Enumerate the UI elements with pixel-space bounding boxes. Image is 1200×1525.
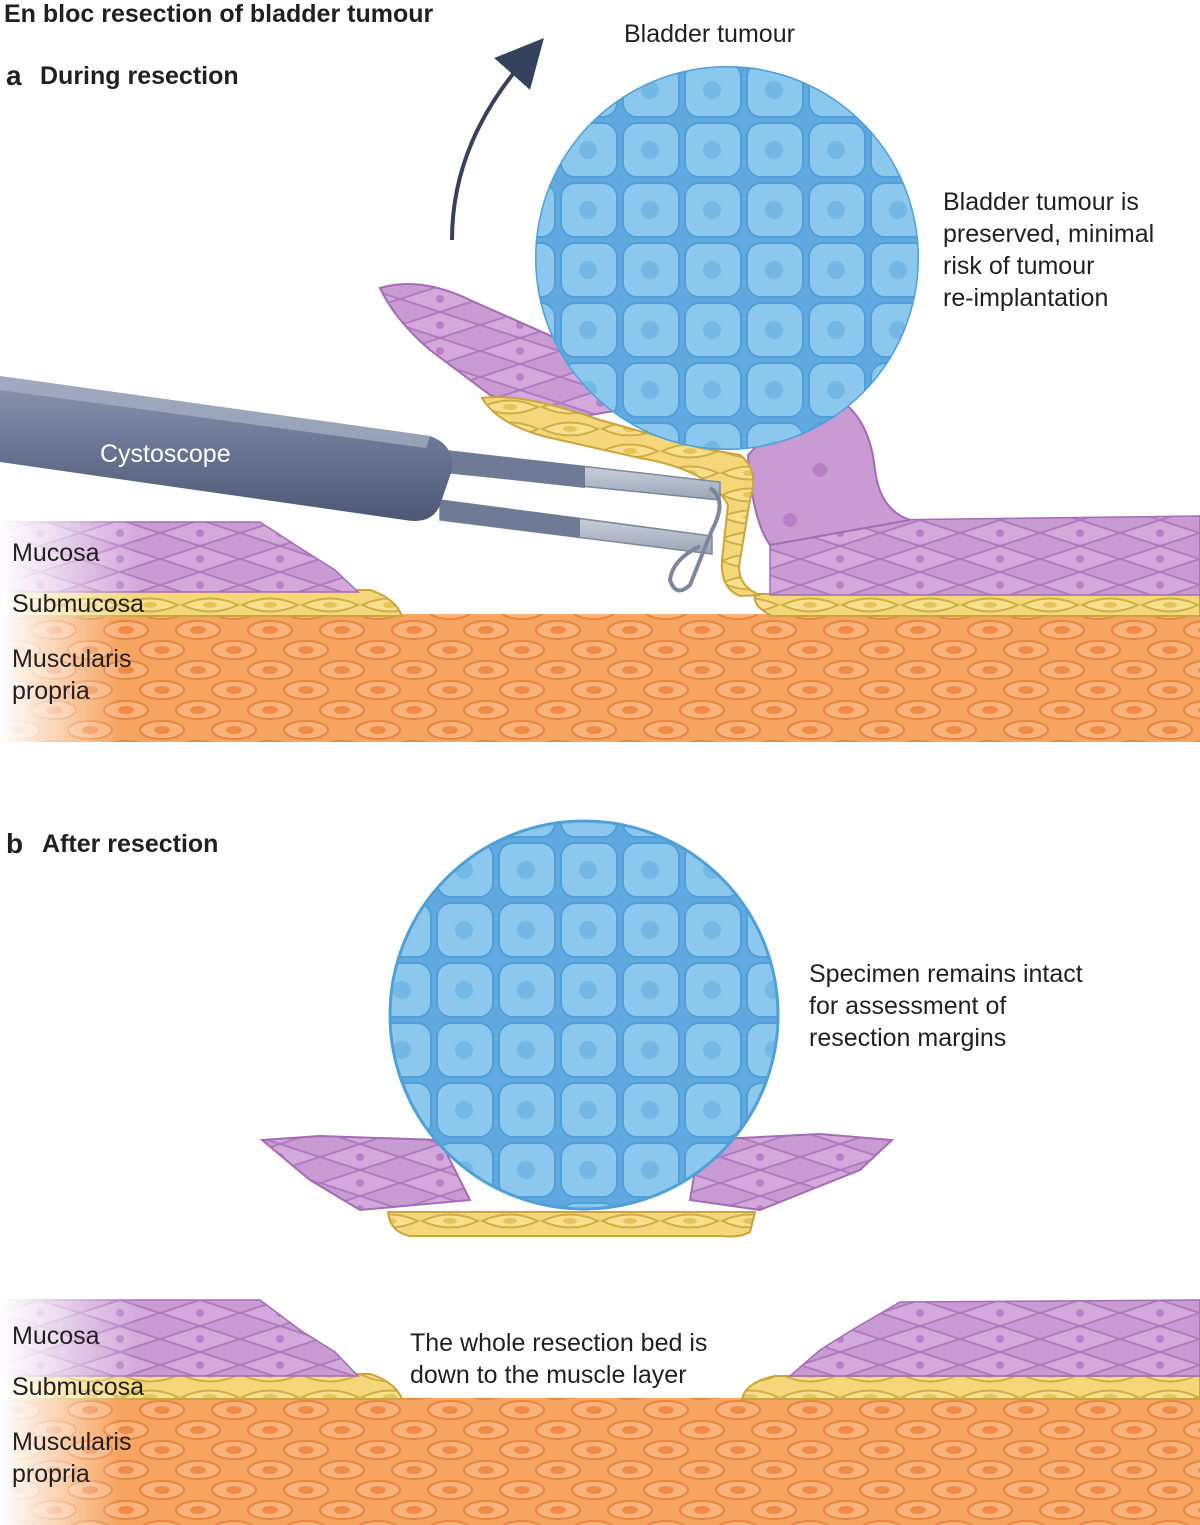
specimen-note-b: Specimen remains intact for assessment o…	[809, 958, 1083, 1054]
figure-title: En bloc resection of bladder tumour	[4, 0, 434, 28]
bed-note-line: The whole resection bed is	[410, 1329, 708, 1357]
propria-label-b: propria	[12, 1460, 90, 1488]
resection-bed-note: The whole resection bed is down to the m…	[410, 1327, 707, 1391]
tumour-note-line: risk of tumour	[943, 252, 1095, 280]
specimen-note-line: Specimen remains intact	[809, 960, 1083, 988]
mucosa-right-b	[787, 1299, 1200, 1377]
mucosa-label-b: Mucosa	[12, 1322, 100, 1350]
cystoscope	[0, 376, 722, 593]
specimen-submucosa	[386, 1211, 757, 1238]
tumour-a	[535, 66, 919, 450]
specimen-note-line: for assessment of	[809, 992, 1007, 1020]
submucosa-label-a: Submucosa	[12, 590, 145, 618]
tumour-note-line: Bladder tumour is	[943, 188, 1139, 216]
tumour-note-line: re-implantation	[943, 284, 1109, 312]
submucosa-flap-a	[480, 395, 761, 598]
specimen-note-line: resection margins	[809, 1024, 1007, 1052]
panel-a-letter: a	[6, 60, 22, 91]
panel-a-title: During resection	[40, 62, 239, 90]
specimen-mucosa-right	[688, 1132, 895, 1212]
bed-note-line: down to the muscle layer	[410, 1361, 687, 1389]
submucosa-right-a	[753, 593, 1200, 617]
submucosa-label-b: Submucosa	[12, 1373, 145, 1401]
tumour-note-a: Bladder tumour is preserved, minimal ris…	[943, 186, 1154, 314]
propria-label-a: propria	[12, 677, 90, 705]
muscularis-label-b: Muscularis	[12, 1428, 132, 1456]
muscularis-label-a: Muscularis	[12, 645, 132, 673]
tumour-b	[388, 819, 780, 1211]
cystoscope-label: Cystoscope	[100, 440, 231, 468]
mucosa-label-a: Mucosa	[12, 539, 100, 567]
submucosa-right-b	[740, 1375, 1200, 1400]
panel-b-letter: b	[6, 828, 24, 859]
tumour-note-line: preserved, minimal	[943, 220, 1155, 248]
specimen-mucosa-left	[259, 1134, 472, 1212]
panel-b-title: After resection	[42, 830, 219, 858]
removal-arrow	[450, 38, 544, 241]
tumour-label-a: Bladder tumour	[624, 20, 795, 48]
